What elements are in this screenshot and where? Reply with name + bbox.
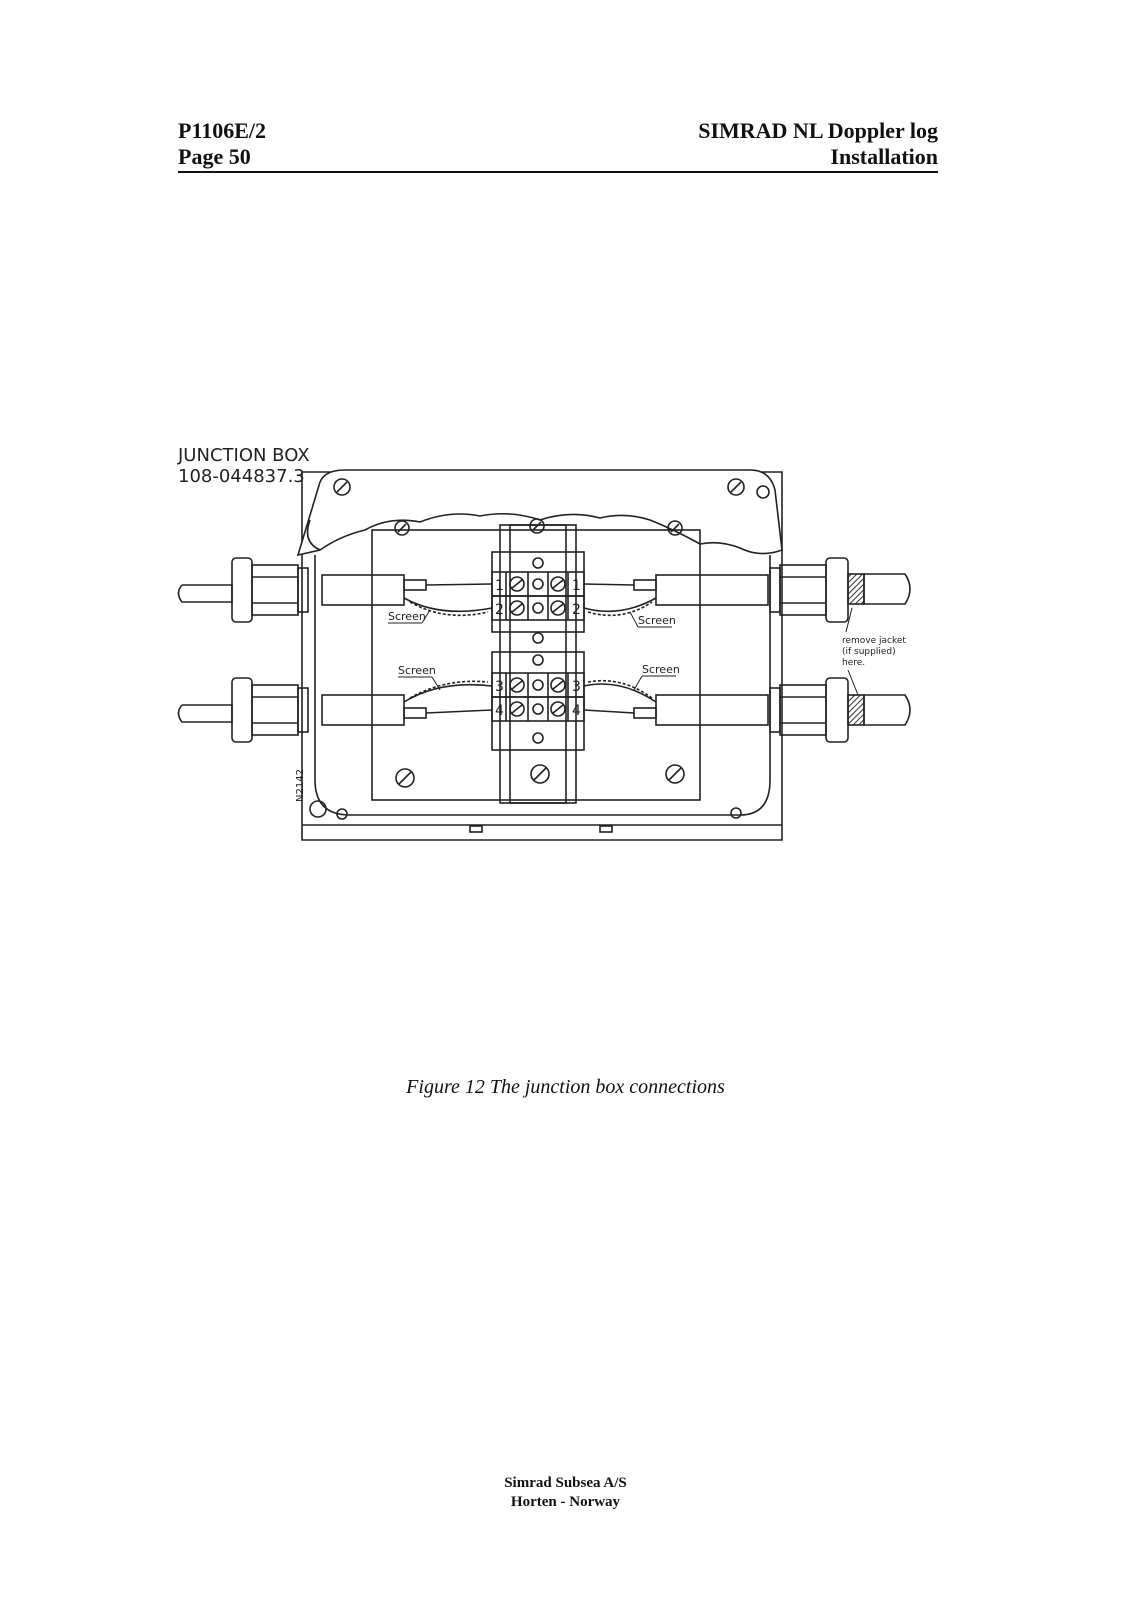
junction-box-figure: JUNCTION BOX 108-044837.3	[170, 440, 950, 860]
header-right: SIMRAD NL Doppler log Installation	[698, 118, 938, 170]
cable-inner-upper-left	[321, 574, 493, 617]
cable-gland-lower-right	[769, 677, 911, 743]
header-left: P1106E/2 Page 50	[178, 118, 266, 170]
header-rule	[178, 171, 938, 173]
inner-screw-1	[394, 520, 410, 536]
screen-label-lower-right: Screen	[642, 663, 680, 676]
junction-box-drawing: JUNCTION BOX 108-044837.3	[177, 445, 911, 841]
drawing-title-line2: 108-044837.3	[178, 466, 305, 487]
terminal-block-upper	[491, 551, 585, 644]
inner-panel	[371, 529, 701, 801]
panel-screw-lower-right	[665, 764, 685, 784]
terminal-1-right: 1	[572, 578, 581, 594]
cable-gland-lower-left	[177, 677, 309, 743]
terminal-block-lower	[491, 651, 585, 751]
drawing-id: N2142	[295, 769, 306, 802]
figure-caption: Figure 12 The junction box connections	[406, 1076, 725, 1098]
hinge-left	[469, 825, 483, 833]
screen-leader-lower-left	[431, 676, 441, 691]
mount-hole-top-right	[756, 485, 770, 499]
page-number: Page 50	[178, 144, 251, 169]
terminal-2-right: 2	[572, 602, 581, 618]
terminal-3-left: 3	[495, 679, 504, 695]
doc-id: P1106E/2	[178, 118, 267, 143]
section-name: Installation	[830, 144, 938, 169]
cable-inner-lower-right	[583, 679, 769, 726]
din-rail-channel	[509, 524, 567, 804]
drawing-title-line1: JUNCTION BOX	[177, 445, 310, 466]
terminal-4-right: 4	[572, 703, 581, 719]
screen-label-upper-left: Screen	[388, 610, 426, 623]
cable-inner-lower-left	[321, 680, 493, 726]
mount-hole-bottom-left	[309, 800, 327, 818]
hinge-right	[599, 825, 613, 833]
terminal-3-right: 3	[572, 679, 581, 695]
product-name: SIMRAD NL Doppler log	[698, 118, 938, 143]
jacket-leader-lower	[847, 669, 859, 696]
lid-edge	[306, 519, 321, 551]
screen-leader-upper-right	[629, 611, 639, 628]
mount-hole-bottom-left-small	[336, 808, 348, 820]
jacket-note-line1: remove jacket	[842, 636, 906, 646]
cable-gland-upper-right	[769, 557, 911, 623]
din-rail	[499, 524, 577, 804]
jacket-note-line3: here.	[842, 658, 865, 668]
panel-screw-lower-left	[395, 768, 415, 788]
terminal-4-left: 4	[495, 703, 504, 719]
screen-label-lower-left: Screen	[398, 664, 436, 677]
mount-hole-bottom-right	[730, 807, 742, 819]
jacket-leader-upper	[845, 607, 853, 633]
box-inner-wall	[314, 555, 771, 816]
screen-label-upper-right: Screen	[638, 614, 676, 627]
lid-screw-left	[333, 478, 351, 496]
terminal-2-left: 2	[495, 602, 504, 618]
screen-leader-upper-left	[421, 609, 431, 624]
inner-screw-2	[529, 518, 545, 534]
footer-company: Simrad Subsea A/S	[504, 1475, 627, 1491]
page-footer: Simrad Subsea A/S Horten - Norway	[0, 1474, 1131, 1512]
screen-leader-lower-right	[633, 675, 643, 691]
cable-gland-upper-left	[177, 557, 309, 623]
terminal-1-left: 1	[495, 578, 504, 594]
lid-screw-right	[727, 478, 745, 496]
footer-location: Horten - Norway	[510, 1494, 621, 1510]
box-lid	[296, 469, 783, 557]
jacket-note-line2: (if supplied)	[842, 647, 896, 657]
cable-inner-upper-right	[583, 574, 769, 617]
rail-screw-lower	[530, 764, 550, 784]
